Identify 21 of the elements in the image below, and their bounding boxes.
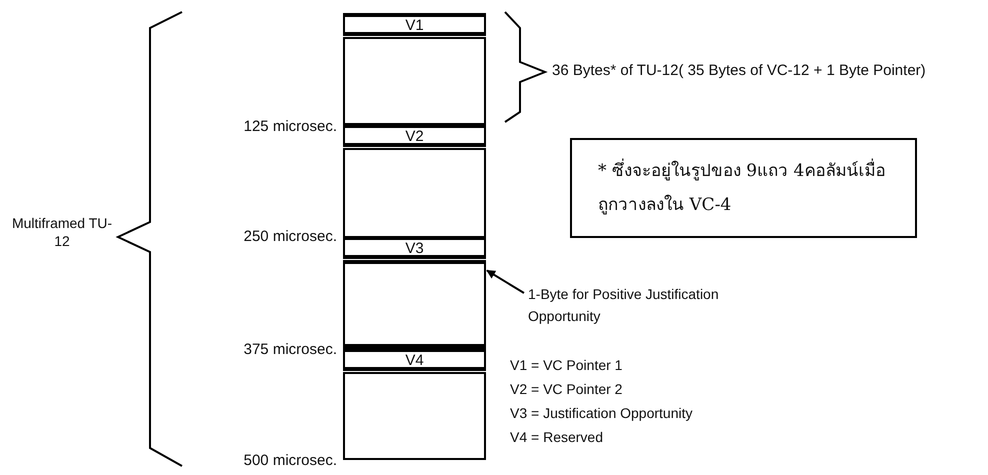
time-label: 250 microsec. (244, 228, 337, 245)
legend-text: V1 = VC Pointer 1 (510, 357, 622, 373)
time-label: 500 microsec. (244, 452, 337, 469)
legend-text: V3 = Justification Opportunity (510, 405, 692, 421)
legend-text: V2 = VC Pointer 2 (510, 381, 622, 397)
callout-text: 1-Byte for Positive Justification Opportunity (528, 283, 748, 327)
pointer-byte-row: V1 (343, 13, 486, 36)
time-label: 375 microsec. (244, 341, 337, 358)
time-label: 125 microsec. (244, 118, 337, 135)
legend-text: V4 = Reserved (510, 429, 603, 445)
justification-byte-row (343, 260, 486, 281)
pointer-byte-row: V2 (343, 124, 486, 147)
note-box: * ซึ่งจะอยู่ในรูปของ 9แถว 4คอลัมน์เมื่อถูกวางลงใน VC-4 (570, 138, 917, 238)
pointer-byte-row: V3 (343, 236, 486, 259)
pointer-byte-row: V4 (343, 348, 486, 371)
bracket-label: Multiframed TU-12 (10, 214, 114, 250)
bracket-label: 36 Bytes* of TU-12( 35 Bytes of VC-12 + 1 Byte Pointer) (552, 62, 926, 79)
frame-block (343, 372, 486, 460)
leader-arrow (486, 270, 525, 294)
frame-block (343, 37, 486, 125)
frame-block (343, 148, 486, 238)
